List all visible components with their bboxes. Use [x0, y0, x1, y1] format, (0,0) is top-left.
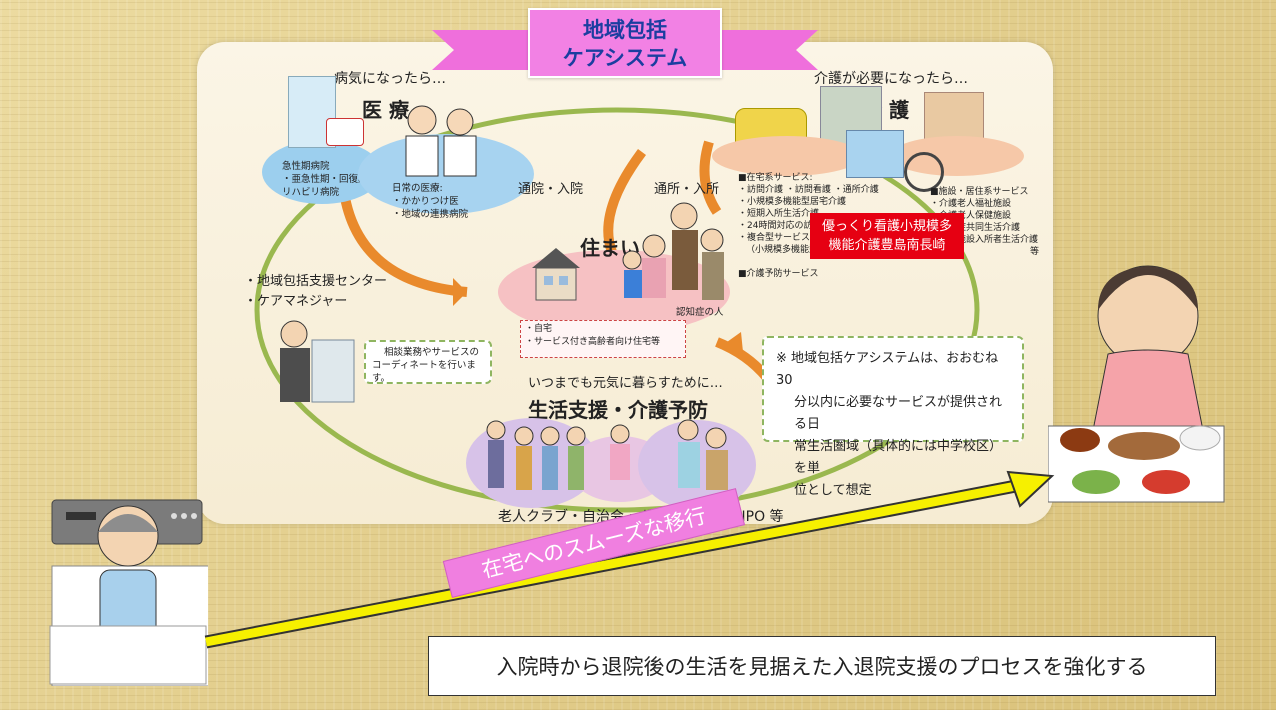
- footnote-line: 常生活圏域（具体的には中学校区）を単: [794, 439, 1003, 476]
- facility-service-item: ・認知症共同生活介護: [930, 223, 1021, 233]
- support-center-line: ・地域包括支援センター: [244, 274, 388, 289]
- dementia-label: 認知症の人: [676, 307, 724, 318]
- footnote-line: 位として想定: [794, 483, 872, 498]
- hospital-building-icon: [288, 76, 336, 148]
- daily-medical-item: ・地域の連携病院: [392, 209, 469, 220]
- wheelchair-icon: [904, 152, 944, 192]
- home-service-item: ■在宅系サービス:: [738, 173, 813, 183]
- highlight-facility-box: 優っくり看護小規模多 機能介護豊島南長崎: [810, 213, 964, 259]
- daily-medical-list: 日常の医療: ・かかりつけ医 ・地域の連携病院: [392, 182, 468, 221]
- bathing-care-icon: [846, 130, 904, 178]
- footnote-line: 分以内に必要なサービスが提供される日: [794, 395, 1003, 432]
- seniors-group-icon: [480, 416, 590, 496]
- highlight-line: 機能介護豊島南長崎: [828, 238, 946, 253]
- housing-types: ・自宅 ・サービス付き高齢者向け住宅等: [520, 320, 686, 358]
- coordination-note: 相談業務やサービスの コーディネートを行います。: [364, 340, 492, 384]
- home-service-item: ・短期入所生活介護: [738, 209, 820, 219]
- home-service-item: ・複合型サービス: [738, 233, 811, 243]
- ambulance-icon: [326, 118, 364, 146]
- highlight-line: 優っくり看護小規模多: [821, 219, 952, 234]
- home-service-item: ■介護予防サービス: [738, 269, 819, 279]
- doctor-nurse-icon: [400, 102, 480, 178]
- hospital-list: 急性期病院 ・亜急性期・回復期 リハビリ病院: [282, 160, 368, 199]
- home-service-item: ・訪問介護 ・訪問看護 ・通所介護: [738, 185, 879, 195]
- hospital-item: ・亜急性期・回復期: [282, 174, 368, 185]
- banner-line2: ケアシステム: [562, 46, 688, 70]
- footnote-line: ※ 地域包括ケアシステムは、おおむね30: [776, 351, 999, 388]
- banner-line1: 地域包括: [583, 18, 667, 42]
- flow-label-left: 通院・入院: [518, 182, 584, 197]
- title-banner: 地域包括 ケアシステム: [432, 8, 832, 82]
- banner-title: 地域包括 ケアシステム: [528, 8, 722, 78]
- support-center-line: ・ケアマネジャー: [244, 294, 348, 309]
- housing-type-item: ・自宅: [525, 324, 553, 334]
- hospital-item: 急性期病院: [282, 161, 330, 172]
- care-trigger: 介護が必要になったら…: [814, 71, 968, 87]
- flow-label-right: 通所・入所: [654, 182, 720, 197]
- prevention-subtitle: いつまでも元気に暮らすために…: [528, 376, 723, 391]
- exercise-senior-icon: [600, 424, 640, 484]
- home-service-item: ・24時間対応の訪問サービス: [738, 221, 858, 231]
- family-icon: [620, 200, 730, 304]
- hospital-patient-icon: [48, 486, 213, 687]
- hospital-item: リハビリ病院: [282, 187, 340, 198]
- home-care-ellipse: [712, 136, 862, 176]
- house-icon: [530, 246, 582, 302]
- support-center-label: ・地域包括支援センター ・ケアマネジャー: [244, 272, 387, 312]
- medical-trigger: 病気になったら…: [334, 71, 446, 87]
- coordination-note-line: コーディネートを行います。: [372, 360, 476, 384]
- coordination-note-line: 相談業務やサービスの: [384, 347, 480, 358]
- medical-title: 医 療: [362, 98, 409, 122]
- facility-services-list: ■施設・居住系サービス ・介護老人福祉施設 ・介護老人保健施設 ・認知症共同生活…: [930, 186, 1039, 258]
- footnote-box: ※ 地域包括ケアシステムは、おおむね30 分以内に必要なサービスが提供される日 …: [762, 336, 1024, 498]
- prevention-title: 生活支援・介護予防: [528, 398, 708, 422]
- housing-type-item: ・サービス付き高齢者向け住宅等: [525, 337, 661, 347]
- daily-medical-item: 日常の医療:: [392, 183, 443, 194]
- facility-service-item: ■施設・居住系サービス: [930, 187, 1029, 197]
- facility-service-item: ・特定施設入所者生活介護: [930, 235, 1039, 245]
- care-manager-icon: [268, 312, 358, 406]
- facility-service-item: ・介護老人福祉施設: [930, 199, 1012, 209]
- home-woman-meal-icon: [1047, 250, 1268, 506]
- daily-medical-item: ・かかりつけ医: [392, 196, 459, 207]
- transition-arrow: [204, 470, 1055, 649]
- banner-ribbon-icon: [432, 30, 818, 70]
- home-service-item: ・小規模多機能型居宅介護: [738, 197, 847, 207]
- volunteer-helper-icon: [672, 418, 732, 492]
- process-caption: 入院時から退院後の生活を見据えた入退院支援のプロセスを強化する: [428, 636, 1216, 696]
- facility-service-item: ・介護老人保健施設: [930, 211, 1012, 221]
- facility-service-item: 等: [1030, 247, 1040, 257]
